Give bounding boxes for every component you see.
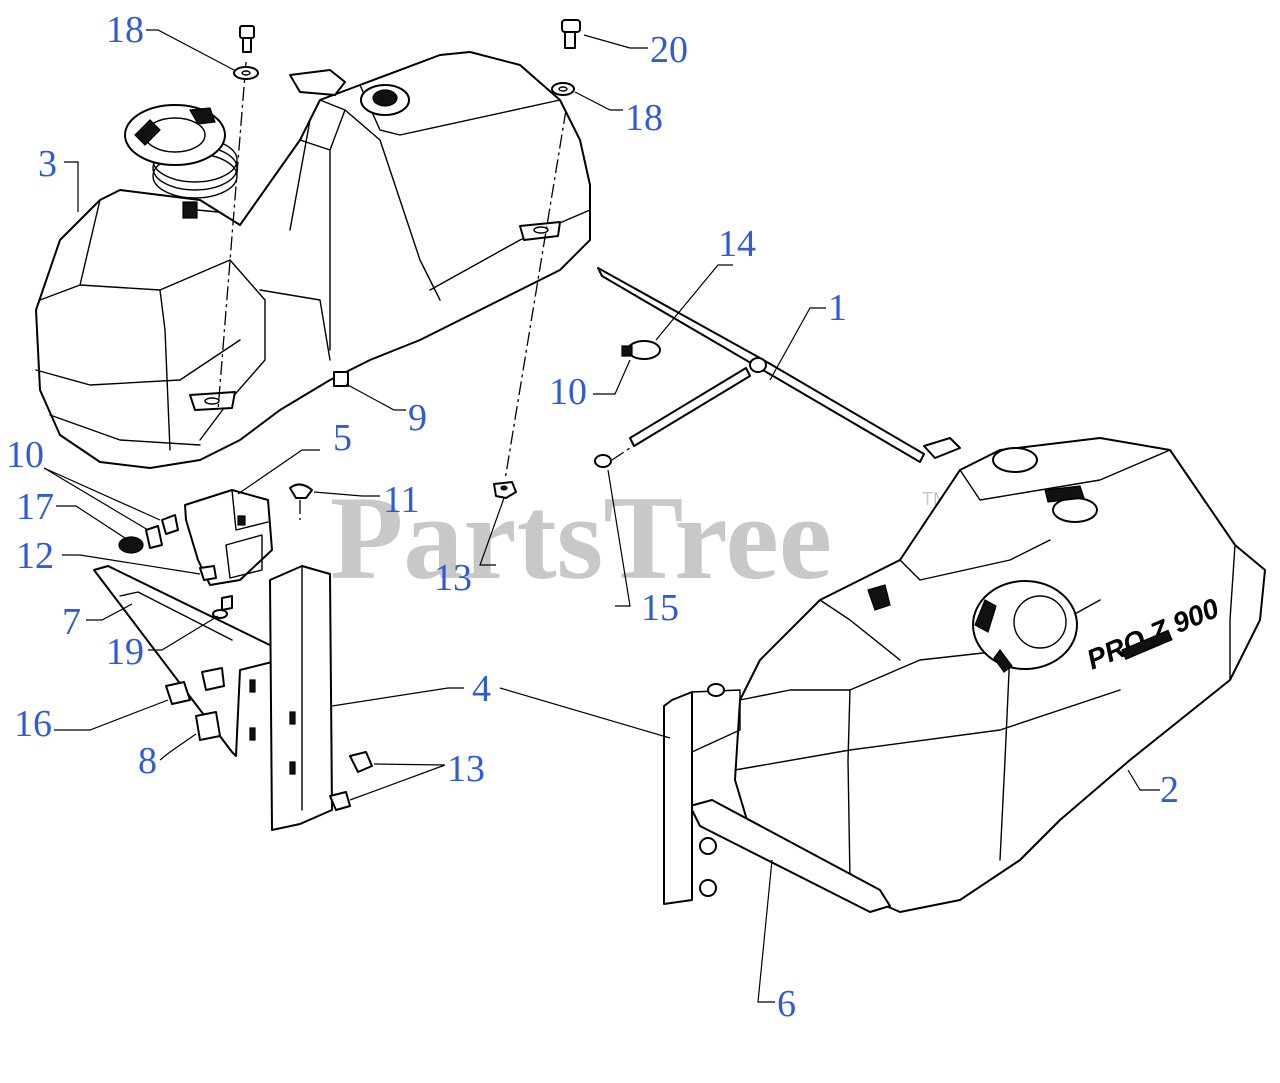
bracket-5 — [184, 489, 273, 586]
nut-13-upper — [349, 751, 373, 773]
centerline-left-bolt — [217, 61, 247, 411]
spacer-16 — [165, 681, 191, 705]
nut-12 — [199, 565, 217, 581]
callout-10-left: 10 — [6, 434, 44, 476]
callout-13-bottom: 13 — [447, 748, 485, 790]
callout-9: 9 — [408, 397, 427, 439]
rivet-11 — [289, 483, 313, 499]
callout-18-top-left: 18 — [106, 9, 144, 51]
callout-13-center: 13 — [434, 557, 472, 599]
right-tank-fuel-cap — [972, 580, 1078, 673]
centerline-right-bolt — [504, 109, 567, 481]
fuel-line-assembly — [594, 267, 961, 468]
callout-5: 5 — [333, 417, 352, 459]
washer-left-top — [233, 66, 259, 80]
clip-19 — [221, 595, 233, 611]
callout-20: 20 — [650, 29, 688, 71]
bracket-assembly-left — [93, 483, 373, 831]
bolt-left-top — [239, 25, 255, 53]
leader-lines — [43, 29, 1160, 1003]
callout-2: 2 — [1160, 769, 1179, 811]
callout-8: 8 — [138, 740, 157, 782]
washer-19 — [212, 609, 228, 619]
callout-6: 6 — [777, 983, 796, 1025]
plate-7 — [93, 565, 281, 757]
hose-clamp-15 — [594, 454, 612, 468]
stud-8 — [195, 711, 221, 741]
bracket-4-left — [269, 565, 333, 831]
callout-16: 16 — [14, 703, 52, 745]
right-fuel-tank[interactable]: PRO Z 900 — [663, 437, 1266, 913]
callout-12: 12 — [16, 535, 54, 577]
callout-15: 15 — [641, 587, 679, 629]
watermark-text: PartsTree — [330, 471, 832, 604]
stud-upper — [201, 667, 225, 691]
callout-14: 14 — [718, 223, 756, 265]
callout-19: 19 — [106, 631, 144, 673]
nut-13-lower — [329, 791, 351, 811]
washer-right-top — [551, 82, 575, 96]
callout-18-top-right: 18 — [625, 97, 663, 139]
grommet-17 — [118, 536, 144, 554]
callout-labels: 18 20 18 3 14 1 10 9 5 10 11 17 13 12 15… — [6, 9, 1179, 1025]
callout-3: 3 — [38, 143, 57, 185]
bracket-4-right — [663, 691, 693, 905]
shoulder-bolt-top-right — [561, 19, 581, 49]
callout-11: 11 — [383, 479, 420, 521]
callout-4: 4 — [472, 668, 491, 710]
callout-7: 7 — [62, 601, 81, 643]
nut-13-center — [493, 481, 517, 499]
callout-17: 17 — [16, 486, 54, 528]
hose-clamp-14 — [621, 340, 661, 360]
left-fuel-tank[interactable] — [35, 51, 591, 469]
callout-1: 1 — [828, 287, 847, 329]
fitting-10-left — [161, 514, 179, 535]
strap-6 — [689, 799, 891, 913]
fitting-10-right — [145, 525, 163, 549]
callout-10-center: 10 — [549, 371, 587, 413]
left-tank-fuel-cap — [124, 104, 238, 199]
